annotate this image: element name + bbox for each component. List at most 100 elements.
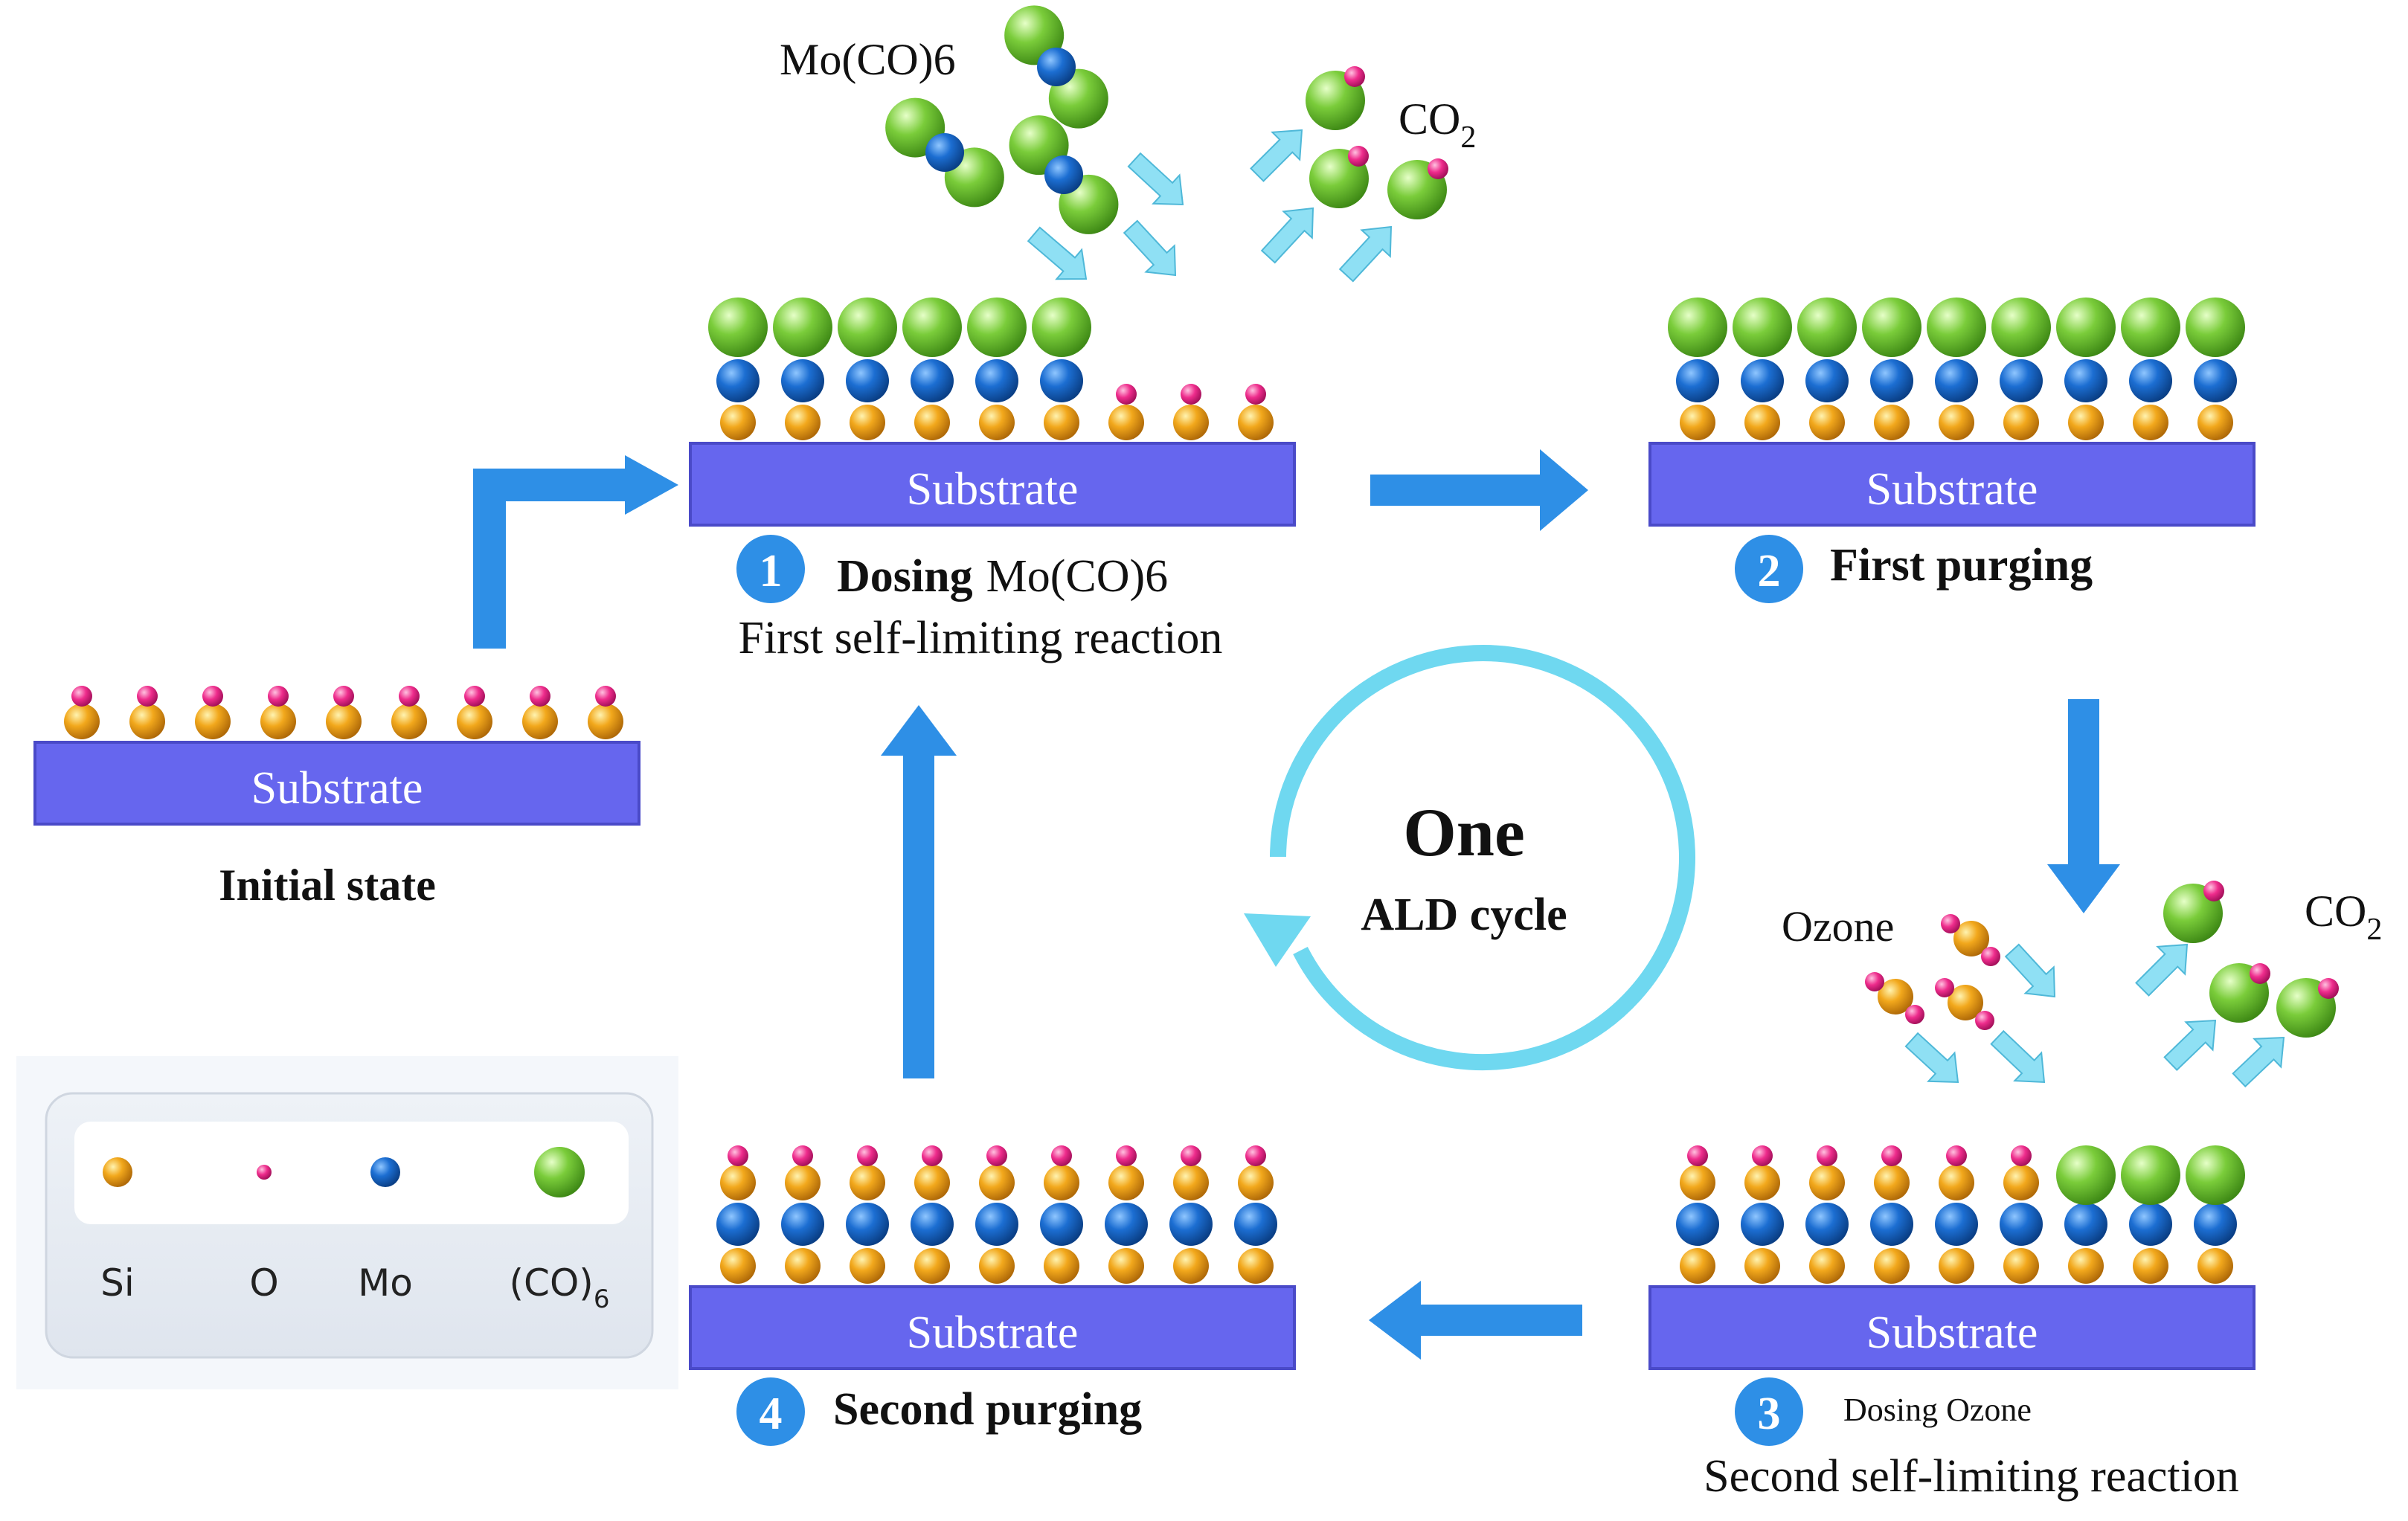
si-atom (850, 1248, 885, 1284)
mo-atom (975, 359, 1018, 402)
si-atom (129, 704, 165, 739)
substrate-step2: Substrate (1648, 442, 2256, 527)
co2-top-sub: 2 (1460, 120, 1476, 155)
substrate-step3: Substrate (1648, 1285, 2256, 1370)
mo-atom (1741, 359, 1784, 402)
arrow-step3-to-step4-head (1369, 1281, 1421, 1360)
substrate-step4: Substrate (689, 1285, 1296, 1370)
flow-arrow (1250, 129, 1303, 182)
arrow-step1-to-step2-head (1540, 449, 1588, 531)
arrow-step1-to-step2 (1370, 475, 1545, 506)
si-atom (785, 405, 821, 440)
flow-arrow (2135, 943, 2189, 997)
o-atom (595, 686, 616, 707)
o-atom (1245, 384, 1266, 405)
flow-arrow (2004, 943, 2056, 998)
o-atom (986, 1145, 1007, 1166)
si-atom (1948, 985, 1983, 1020)
si-atom (1173, 1248, 1209, 1284)
co2-molecule (1306, 66, 1365, 130)
substrate-label: Substrate (1866, 1308, 2038, 1358)
o-atom (1881, 1145, 1902, 1166)
si-atom (914, 405, 950, 440)
mo-atom (1870, 359, 1913, 402)
si-atom (1238, 1165, 1274, 1200)
co6-ligand (773, 298, 832, 357)
mo-atom (2194, 359, 2237, 402)
o-atom (1935, 978, 1954, 997)
mo-atom (1040, 359, 1083, 402)
si-atom (1044, 1165, 1079, 1200)
step4-caption: 4 Second purging (736, 1377, 1142, 1446)
mo-atom (2064, 1203, 2107, 1246)
si-atom (720, 405, 756, 440)
ozone-label: Ozone (1782, 902, 1894, 951)
si-atom (1878, 979, 1913, 1014)
ald-cycle-ring: One ALD cycle (1244, 645, 1695, 1071)
si-atom (1744, 1248, 1780, 1284)
flow-arrow (1990, 1029, 2046, 1084)
si-atom (979, 1248, 1015, 1284)
si-atom (1744, 405, 1780, 440)
mo-atom (1169, 1203, 1213, 1246)
cycle-subtitle: ALD cycle (1361, 890, 1567, 940)
co6-ligand (902, 298, 962, 357)
cycle-title: One (1403, 794, 1525, 870)
substrate-step1: Substrate (689, 442, 1296, 527)
mo-atom (716, 359, 760, 402)
o-atom (1181, 384, 1201, 405)
step3-badge-number: 3 (1758, 1389, 1781, 1439)
o-atom (464, 686, 485, 707)
si-atom (1874, 1165, 1910, 1200)
si-atom (1953, 921, 1989, 956)
legend-icon-strip (74, 1122, 629, 1224)
co6-sphere-icon (534, 1147, 585, 1197)
step1-title-formula: Mo(CO)6 (986, 551, 1169, 602)
step2-title: First purging (1830, 540, 2093, 591)
si-atom (326, 704, 362, 739)
mo-atom (1805, 1203, 1849, 1246)
arrow-initial-to-step1-head (625, 455, 678, 515)
si-atom (1044, 1248, 1079, 1284)
o-atom (1975, 1011, 1994, 1030)
si-atom (1108, 405, 1144, 440)
o-atom (1752, 1145, 1773, 1166)
si-atom (1108, 1248, 1144, 1284)
o-atom (2011, 1145, 2032, 1166)
initial-state-caption: Initial state (219, 861, 436, 910)
co2-label-right: CO2 (2305, 887, 2382, 947)
substrate-label: Substrate (1866, 464, 2038, 515)
o-atom (792, 1145, 813, 1166)
mo-atom (1105, 1203, 1148, 1246)
step2-badge-number: 2 (1758, 546, 1781, 596)
flow-arrow (2163, 1019, 2217, 1072)
process-arrows (473, 449, 2120, 1360)
o-atom (1946, 1145, 1967, 1166)
o-atom (137, 686, 158, 707)
si-atom (1108, 1165, 1144, 1200)
si-atom (979, 1165, 1015, 1200)
mo-atom (846, 1203, 889, 1246)
co6-ligand (1733, 298, 1792, 357)
si-atom (1680, 405, 1715, 440)
mo-atom (781, 1203, 824, 1246)
step2-badge (1735, 535, 1803, 603)
o-atom (1865, 972, 1884, 991)
co6-ligand (1991, 298, 2051, 357)
co2-right-sub: 2 (2366, 913, 2382, 947)
mo-atom (1676, 359, 1719, 402)
co6-ligand (2121, 298, 2180, 357)
mo-atom (2194, 1203, 2237, 1246)
co6-ligand (967, 298, 1027, 357)
arrow-step4-to-step1-head (881, 705, 957, 756)
gas-molecules (885, 5, 2339, 1038)
o-sphere-icon (257, 1165, 272, 1180)
si-atom (720, 1165, 756, 1200)
mo-atom (2000, 1203, 2043, 1246)
moco6-molecule (1009, 115, 1119, 234)
flow-arrow (1904, 1032, 1959, 1084)
si-atom (850, 405, 885, 440)
o-atom (857, 1145, 878, 1166)
